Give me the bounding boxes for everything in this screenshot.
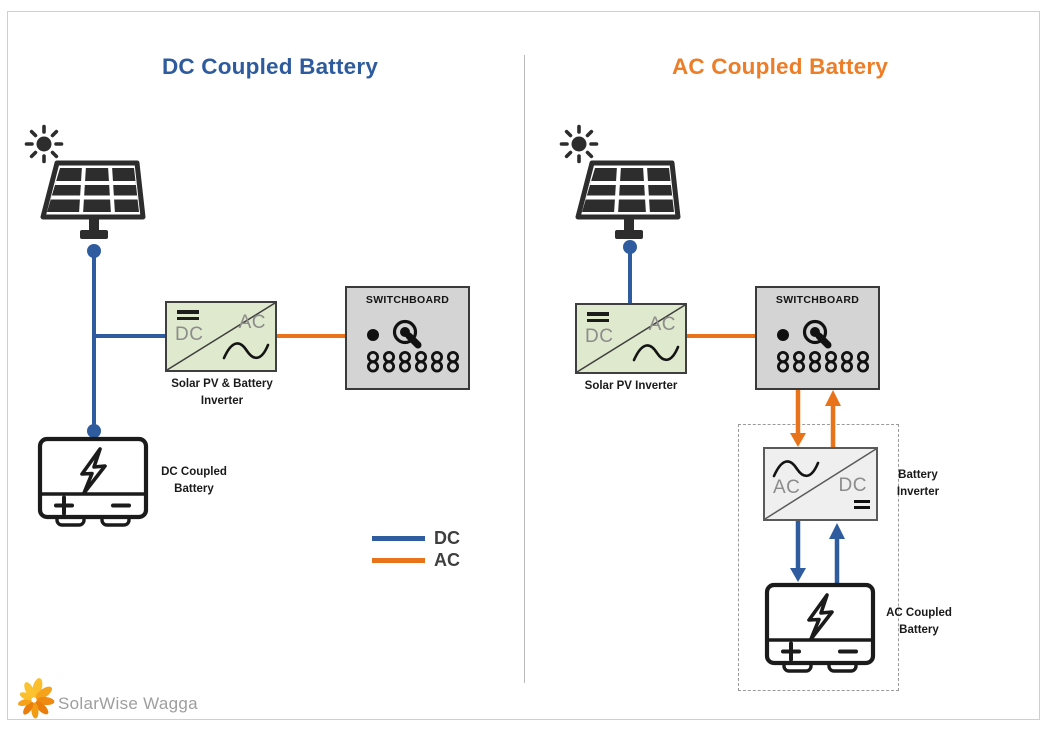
- dc-symbol-icon: [177, 310, 199, 323]
- sun-icon: [24, 124, 64, 164]
- battery-inverter-label: Battery Inverter: [896, 469, 940, 498]
- sun-icon: [559, 124, 599, 164]
- inverter-ac-label: AC: [773, 477, 801, 498]
- pv-inverter-label: Solar PV Inverter: [584, 380, 678, 392]
- legend-dc-swatch: [372, 536, 425, 541]
- switchboard-left: SWITCHBOARD: [345, 286, 470, 390]
- dc-wire-pv-to-battery: [92, 251, 96, 433]
- ac-arrow-up: [825, 390, 841, 449]
- sine-wave-icon: [632, 344, 680, 362]
- center-divider: [524, 55, 525, 683]
- solar-panel-icon: [40, 160, 146, 239]
- ac-wire-inverter-to-switchboard: [276, 334, 347, 338]
- page-border: [7, 11, 1040, 720]
- switchboard-title: SWITCHBOARD: [775, 294, 860, 306]
- hybrid-inverter-box: DC AC: [165, 301, 277, 372]
- wire-node-top: [87, 244, 101, 258]
- inverter-dc-label: DC: [838, 475, 867, 496]
- battery-system-boundary: [738, 424, 899, 691]
- inverter-ac-label: AC: [648, 314, 676, 335]
- inverter-dc-label: DC: [585, 326, 614, 347]
- rotary-switch-icon: [392, 319, 422, 349]
- dc-battery-label: DC Coupled Battery: [161, 466, 227, 495]
- dc-arrow-up: [829, 523, 845, 584]
- legend-ac-label: AC: [434, 550, 460, 570]
- rotary-switch-icon: [802, 319, 832, 349]
- breaker-row-icon: [366, 351, 460, 373]
- indicator-dot-icon: [777, 329, 789, 341]
- wire-node-bottom: [87, 424, 101, 438]
- inverter-diagonal: [167, 303, 275, 370]
- battery-icon-ac: [764, 582, 876, 673]
- battery-icon-dc: [37, 436, 149, 527]
- dc-wire-to-inverter: [92, 334, 167, 338]
- inverter-diagonal: [577, 305, 685, 372]
- inverter-dc-label: DC: [175, 324, 204, 345]
- inverter-diagonal: [765, 449, 876, 519]
- dc-symbol-icon: [854, 500, 870, 512]
- inverter-ac-label: AC: [238, 312, 266, 333]
- pv-inverter-box: DC AC: [575, 303, 687, 374]
- sine-wave-icon: [222, 342, 270, 360]
- hybrid-inverter-label: Solar PV & Battery Inverter: [171, 378, 273, 407]
- sine-wave-icon: [772, 460, 820, 478]
- legend-ac-swatch: [372, 558, 425, 563]
- ac-wire-inverter-to-switchboard: [686, 334, 756, 338]
- ac-battery-label: AC Coupled Battery: [886, 607, 952, 636]
- dc-arrow-down: [790, 521, 806, 582]
- solar-panel-icon: [575, 160, 681, 239]
- dc-wire-pv-to-inverter: [628, 247, 632, 305]
- switchboard-right: SWITCHBOARD: [755, 286, 880, 390]
- legend-dc-label: DC: [434, 528, 460, 548]
- solarwise-logo-icon: [18, 678, 55, 719]
- battery-inverter-box: AC DC: [763, 447, 878, 521]
- dc-section-title: DC Coupled Battery: [161, 54, 379, 79]
- ac-section-title: AC Coupled Battery: [671, 54, 889, 79]
- dc-symbol-icon: [587, 312, 609, 325]
- brand-name: SolarWise Wagga: [58, 694, 198, 713]
- indicator-dot-icon: [367, 329, 379, 341]
- switchboard-title: SWITCHBOARD: [365, 294, 450, 306]
- breaker-row-icon: [776, 351, 870, 373]
- ac-arrow-down: [790, 390, 806, 447]
